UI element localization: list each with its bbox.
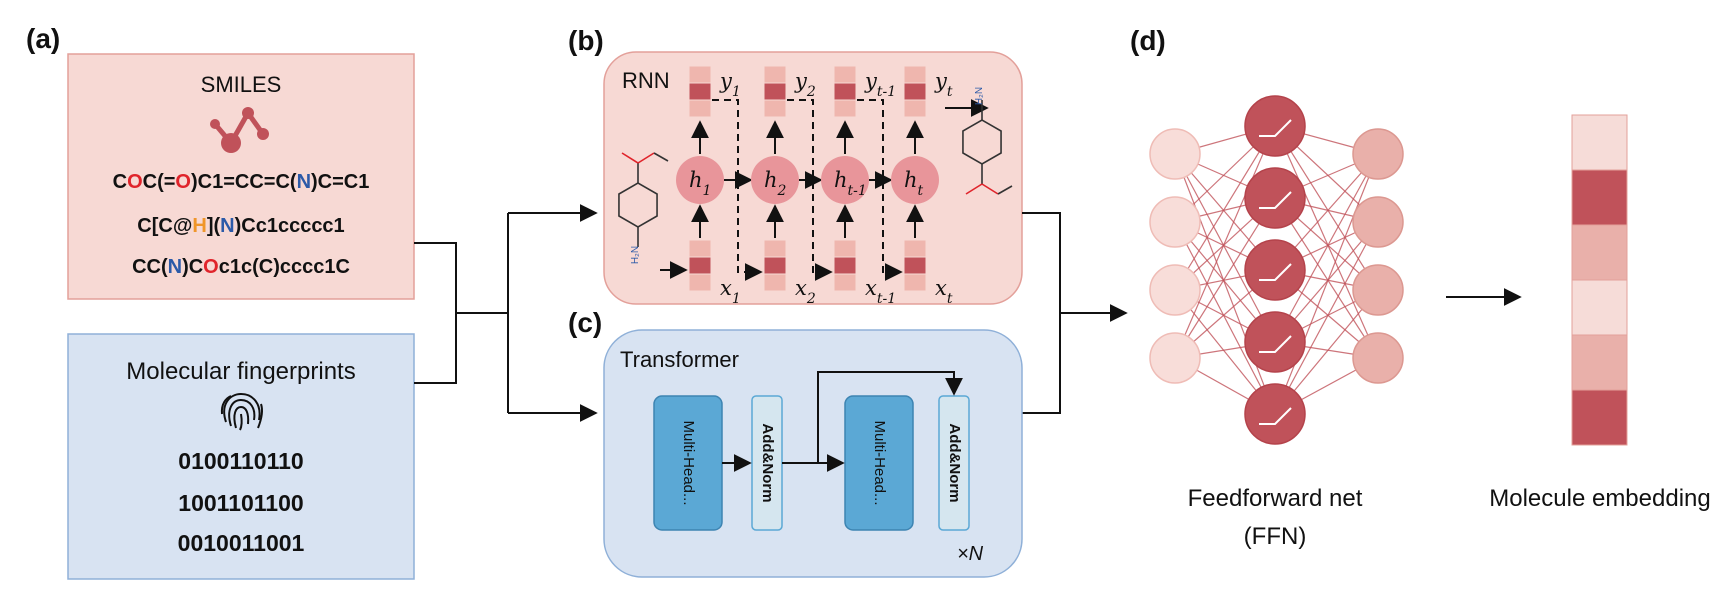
ffn-label-line-1: Feedforward net bbox=[1188, 485, 1363, 512]
smiles-line-2: C[C@H](N)Cc1ccccc1 bbox=[137, 215, 344, 237]
smiles-title: SMILES bbox=[201, 72, 282, 97]
bit-string-1: 0100110110 bbox=[178, 448, 303, 474]
input-label: xt bbox=[935, 276, 953, 307]
output-neuron bbox=[1352, 128, 1404, 180]
fingerprint-box bbox=[67, 333, 415, 580]
panel-label-d: (d) bbox=[1130, 25, 1166, 56]
transformer-title: Transformer bbox=[620, 347, 739, 372]
ffn-label-line-2: (FFN) bbox=[1244, 523, 1307, 550]
panel-label-c: (c) bbox=[568, 307, 602, 338]
relu-icon bbox=[1259, 407, 1292, 425]
multi-head-block-2 bbox=[844, 395, 914, 531]
repeat-label: ×N bbox=[957, 543, 984, 565]
relu-icon bbox=[1259, 263, 1292, 281]
connector-a-to-models bbox=[414, 204, 598, 422]
embedding-cell bbox=[1571, 334, 1628, 391]
output-label: yt-1 bbox=[864, 69, 896, 100]
input-label: xt-1 bbox=[865, 276, 896, 307]
hidden-neuron bbox=[1244, 239, 1306, 301]
smiles-box bbox=[67, 53, 415, 300]
output-neuron bbox=[1352, 196, 1404, 248]
output-label: yt bbox=[934, 69, 953, 100]
multi-head-label-2: Multi-Head... bbox=[871, 420, 888, 505]
hidden-state-node bbox=[676, 156, 724, 204]
hidden-neuron bbox=[1244, 95, 1306, 157]
output-molecule: H₂N bbox=[962, 87, 1013, 195]
embedding-label: Molecule embedding bbox=[1489, 485, 1710, 512]
connector-models-to-ffn bbox=[1022, 212, 1128, 414]
panel-a: SMILES COC(=O)C1=CC=C(N)C=C1 C[C@H](N)Cc… bbox=[67, 53, 415, 580]
hidden-state-node bbox=[821, 156, 869, 204]
relu-icon bbox=[1259, 335, 1292, 353]
relu-icon bbox=[1259, 191, 1292, 209]
svg-text:H₂N: H₂N bbox=[630, 246, 641, 264]
add-norm-block-2 bbox=[938, 395, 970, 531]
input-neuron bbox=[1149, 128, 1201, 180]
output-neuron bbox=[1352, 264, 1404, 316]
fingerprint-title: Molecular fingerprints bbox=[126, 358, 355, 385]
fingerprint-icon bbox=[220, 392, 263, 431]
output-label: y2 bbox=[794, 69, 816, 100]
hidden-state-label: h2 bbox=[764, 168, 787, 199]
hidden-state-node bbox=[751, 156, 799, 204]
panel-label-b: (b) bbox=[568, 25, 604, 56]
input-neuron bbox=[1149, 264, 1201, 316]
hidden-state-label: ht bbox=[904, 168, 924, 199]
smiles-line-3: CC(N)COc1c(C)cccc1C bbox=[132, 256, 350, 278]
smiles-line-1: COC(=O)C1=CC=C(N)C=C1 bbox=[113, 171, 370, 193]
svg-text:H₂N: H₂N bbox=[974, 87, 985, 105]
input-label: x2 bbox=[795, 276, 816, 307]
hidden-state-label: ht-1 bbox=[834, 168, 867, 199]
output-vector bbox=[688, 65, 712, 118]
input-vector bbox=[833, 239, 857, 292]
output-vector bbox=[763, 65, 787, 118]
hidden-neuron bbox=[1244, 383, 1306, 445]
relu-icon bbox=[1259, 119, 1292, 137]
multi-head-label-1: Multi-Head... bbox=[680, 420, 697, 505]
output-label: y1 bbox=[719, 69, 741, 100]
input-molecule: H₂N bbox=[618, 152, 669, 264]
embedding-cell bbox=[1571, 169, 1628, 226]
bit-string-3: 0010011001 bbox=[178, 530, 305, 556]
input-vector bbox=[763, 239, 787, 292]
embedding-cell bbox=[1571, 279, 1628, 336]
panel-label-a: (a) bbox=[26, 23, 60, 54]
bit-string-2: 1001101100 bbox=[178, 490, 303, 516]
rnn-title: RNN bbox=[622, 68, 670, 93]
hidden-state-label: h1 bbox=[689, 168, 711, 199]
hidden-neuron bbox=[1244, 167, 1306, 229]
input-neuron bbox=[1149, 332, 1201, 384]
output-neuron bbox=[1352, 332, 1404, 384]
panel-b-rnn: RNN h1 y1 x1 h2 y2 x2 ht-1 yt-1 xt-1 ht yt xt H₂N H₂N bbox=[603, 51, 1023, 307]
embedding-cell bbox=[1571, 224, 1628, 281]
hidden-state-node bbox=[891, 156, 939, 204]
input-vector bbox=[688, 239, 712, 292]
add-norm-label-1: Add&Norm bbox=[759, 423, 776, 502]
embedding-cell bbox=[1571, 114, 1628, 171]
panel-d: Feedforward net (FFN) Molecule embedding bbox=[1149, 95, 1711, 550]
output-vector bbox=[903, 65, 927, 118]
input-neuron bbox=[1149, 196, 1201, 248]
embedding-cell bbox=[1571, 389, 1628, 446]
output-vector bbox=[833, 65, 857, 118]
panel-c-transformer: Transformer Multi-Head... Add&Norm Multi… bbox=[603, 329, 1023, 578]
molecule-icon bbox=[210, 107, 269, 153]
input-vector bbox=[903, 239, 927, 292]
add-norm-label-2: Add&Norm bbox=[946, 423, 963, 502]
hidden-neuron bbox=[1244, 311, 1306, 373]
input-label: x1 bbox=[720, 276, 741, 307]
